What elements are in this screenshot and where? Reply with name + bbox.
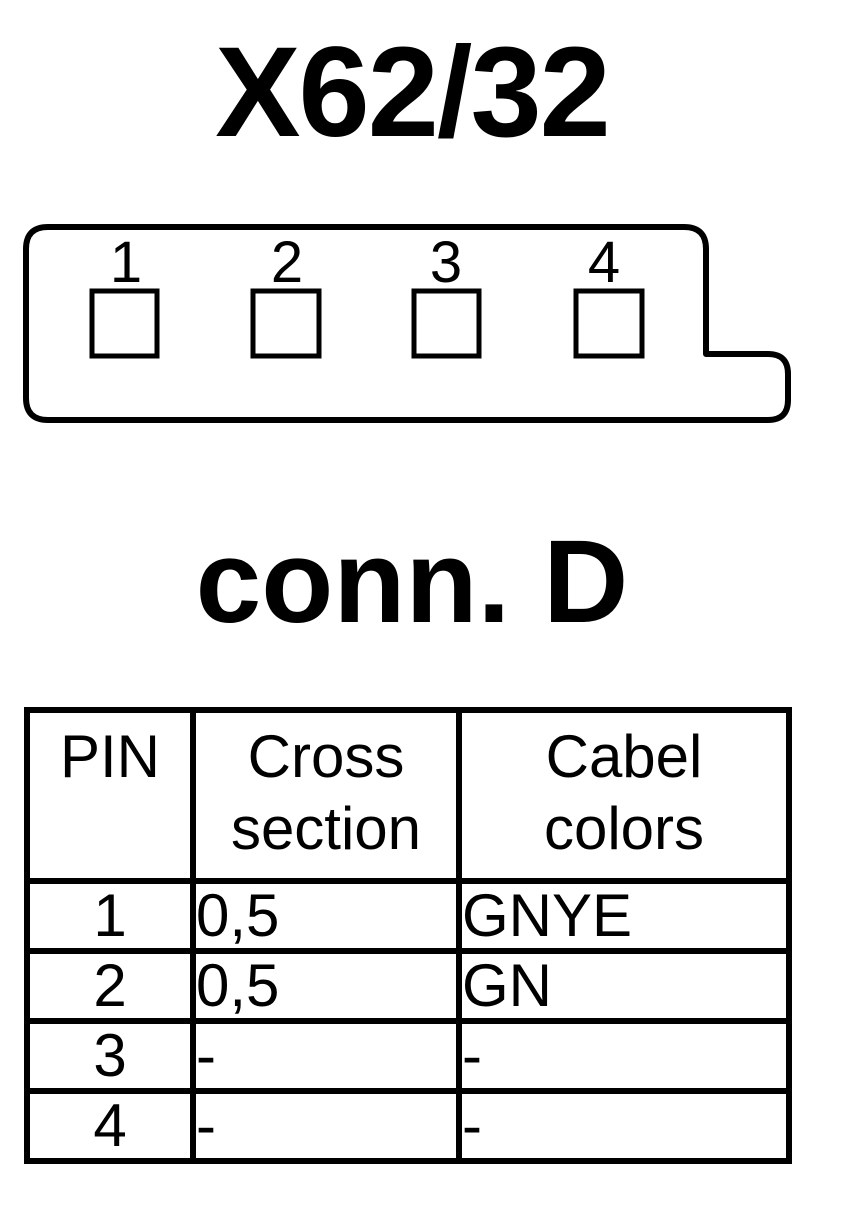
pin-square-3	[411, 288, 482, 359]
table-row: 4 - -	[24, 1088, 792, 1164]
connector-title: X62/32	[215, 21, 611, 164]
row-pin: 1	[24, 878, 196, 954]
pin-number-1: 1	[110, 230, 142, 295]
pin-number-4: 4	[588, 230, 620, 295]
pin-slot-4: 4	[573, 230, 645, 359]
table-row: 2 0,5 GN	[24, 948, 792, 1024]
header-pin: PIN	[24, 707, 196, 884]
row-pin: 3	[24, 1018, 196, 1094]
connector-diagram: 1 2 3 4	[23, 224, 791, 423]
pin-square-1	[89, 288, 160, 359]
row-cable-color: GN	[456, 948, 792, 1024]
row-pin: 2	[24, 948, 196, 1024]
row-cable-color: -	[456, 1018, 792, 1094]
table-row: 1 0,5 GNYE	[24, 878, 792, 954]
row-cross-section: 0,5	[190, 948, 462, 1024]
connector-name: conn. D	[195, 516, 629, 648]
row-cable-color: -	[456, 1088, 792, 1164]
table-row: 3 - -	[24, 1018, 792, 1094]
row-pin: 4	[24, 1088, 196, 1164]
pin-square-2	[250, 288, 322, 359]
pin-square-4	[573, 288, 645, 359]
pin-number-2: 2	[271, 230, 303, 295]
pin-slot-2: 2	[250, 230, 322, 359]
pin-number-3: 3	[430, 230, 462, 295]
row-cross-section: -	[190, 1088, 462, 1164]
row-cross-section: 0,5	[190, 878, 462, 954]
pin-slot-1: 1	[89, 230, 160, 359]
pin-slot-3: 3	[411, 230, 482, 359]
row-cross-section: -	[190, 1018, 462, 1094]
row-cable-color: GNYE	[456, 878, 792, 954]
connector-housing-outline	[23, 224, 791, 423]
